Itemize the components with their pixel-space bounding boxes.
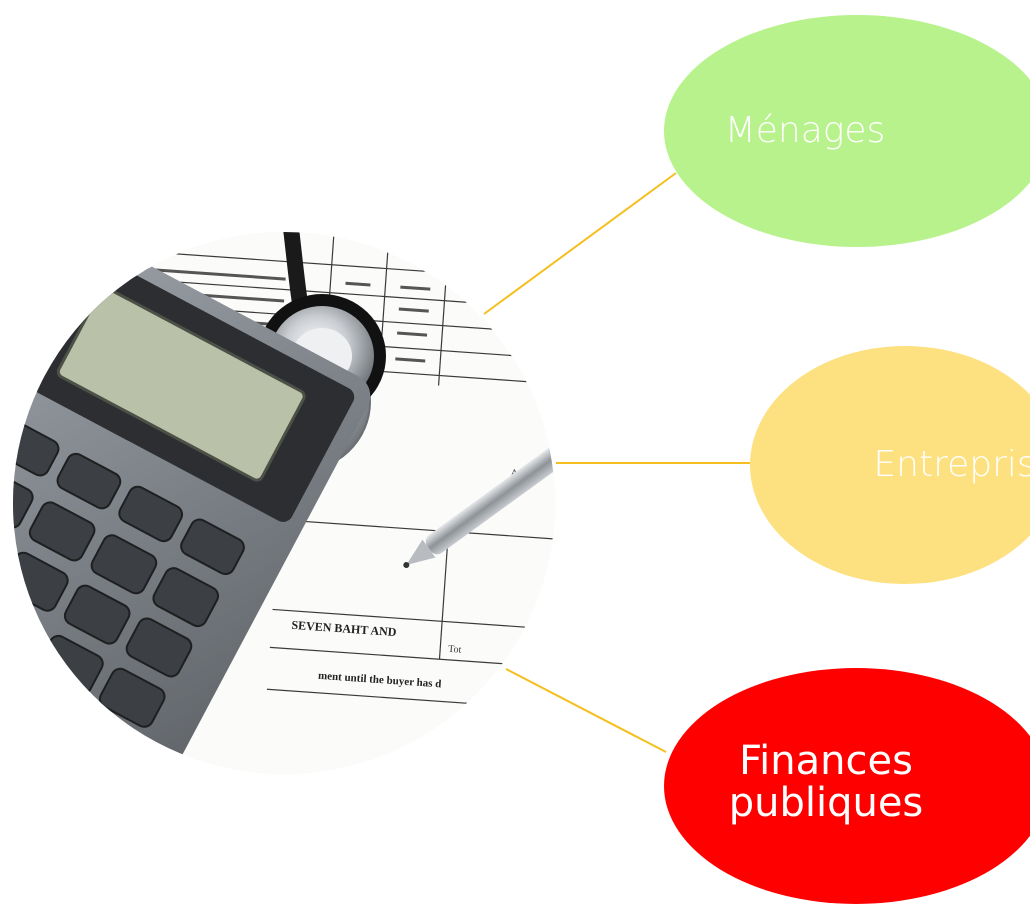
node-entreprises-label: Entreprises <box>873 444 1030 486</box>
node-finances-label: Finances publiques <box>729 740 924 824</box>
node-entreprises: Entreprises <box>750 346 1030 584</box>
node-finances-publiques: Finances publiques <box>664 668 1030 904</box>
node-finances-label-line1: Finances <box>739 738 913 784</box>
node-finances-label-line2: publiques <box>728 780 924 826</box>
connector-menages <box>483 172 677 315</box>
connector-finances <box>505 668 667 753</box>
node-menages-label: Ménages <box>724 110 886 152</box>
photo-calculator-stethoscope: SEVEN BAHT AND ment until the buyer has … <box>13 232 555 774</box>
node-menages: Ménages <box>664 15 1030 247</box>
invoice-text-4: Tot <box>448 644 462 656</box>
